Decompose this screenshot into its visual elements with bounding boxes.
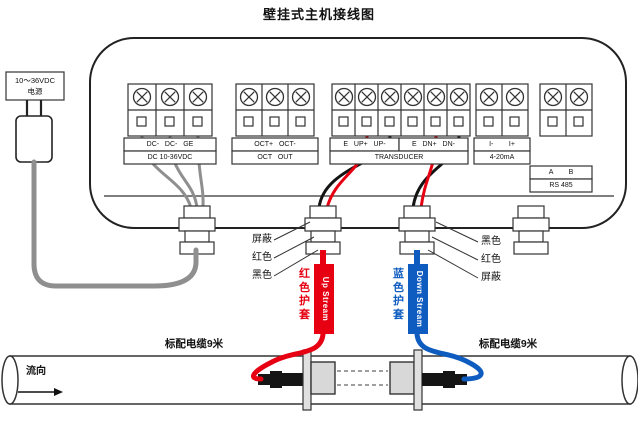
terminal-block-dc [123,83,217,165]
upstream-band-label: Up Stream [321,276,330,322]
red-sheath-band [314,264,334,334]
downstream-band-label: Down Stream [415,270,424,328]
gland-power [178,205,216,255]
wire-label-left-red: 红色 [252,252,272,263]
label-up-group: E UP+ UP- [343,141,386,148]
wire-label-right-shield: 屏蔽 [481,272,501,283]
flow-direction-label: 流向 [26,366,46,377]
terminal-block-oct [231,83,319,165]
label-rs485-row2: RS 485 [549,182,573,189]
gland-upstream [304,205,342,255]
label-current-row1: I- I+ [489,141,515,148]
label-dc-row1: DC- DC- GE [146,141,194,148]
clamp-strap [302,349,312,411]
power-plug [5,71,65,163]
power-label-line2: 电源 [27,87,43,96]
label-dn-group: E DN+ DN- [412,141,455,148]
cable-note-right: 标配电缆9米 [478,338,538,350]
clamp-strap [413,349,423,411]
terminal-block-right [539,83,593,137]
terminal-block-current [473,83,531,165]
leader-lines [273,221,479,279]
upstream-cable [250,250,334,382]
blue-sheath-label: 蓝色护套 [393,268,404,321]
gland-spare [512,205,550,255]
blue-sheath-band [408,264,428,334]
label-oct-row2: OCT OUT [257,154,293,161]
power-label-line1: 10～36VDC [14,76,56,85]
red-sheath-label: 红色护套 [299,268,310,321]
pipe [1,355,638,405]
label-current-row2: 4-20mA [489,154,515,161]
terminal-block-transducer [329,83,471,165]
label-transducer: TRANSDUCER [374,154,424,161]
transducer-downstream [389,349,467,411]
wire-label-right-red: 红色 [481,254,501,265]
transducer-upstream [258,349,336,411]
transducer-body [310,361,336,395]
wire-label-left-black: 黑色 [252,270,272,281]
transducer-body [389,361,415,395]
label-dc-row2: DC 10-36VDC [147,154,193,161]
wire-label-left-shield: 屏蔽 [252,234,272,245]
wire-label-right-black: 黑色 [481,236,501,247]
signal-path [337,370,388,386]
label-rs485-row1: A B [548,169,574,176]
gland-downstream [398,205,436,255]
downstream-cable [408,250,484,382]
cable-note-left: 标配电缆9米 [164,338,224,350]
label-oct-row1: OCT+ OCT- [254,141,296,148]
flow-arrowhead [54,388,63,396]
page-title: 壁挂式主机接线图 [262,7,375,22]
rs485-box [529,165,593,193]
power-cable [31,159,199,289]
